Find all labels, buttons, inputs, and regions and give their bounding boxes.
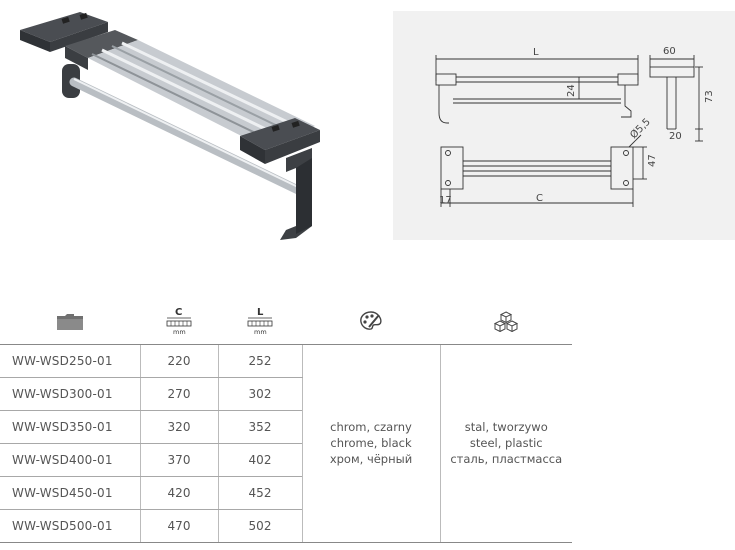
product-code: WW-WSD500-01 (0, 509, 140, 543)
svg-text:mm: mm (173, 328, 186, 336)
product-code: WW-WSD450-01 (0, 476, 140, 510)
product-code: WW-WSD350-01 (0, 410, 140, 444)
color-line-pl: chrom, czarny (330, 420, 412, 434)
dim-base-width: 47 (647, 154, 658, 167)
table-header-row: C mm L (0, 298, 572, 345)
color-line-en: chrome, black (330, 436, 412, 450)
ruler-l-icon: L mm (247, 307, 273, 336)
table-row: WW-WSD350-01 320 352 (0, 410, 572, 444)
svg-text:C: C (175, 307, 182, 318)
product-code: WW-WSD400-01 (0, 443, 140, 477)
dimension-c: 370 (139, 443, 218, 477)
dimension-c: 420 (139, 476, 218, 510)
dimension-c: 270 (139, 377, 218, 411)
header-c: C mm (140, 298, 218, 345)
header-color (302, 298, 440, 345)
table-row: WW-WSD500-01 470 502 (0, 509, 572, 543)
table-row: WW-WSD300-01 270 302 (0, 377, 572, 411)
technical-drawing: L 60 73 20 24 Ø5,5 47 17 C (393, 11, 735, 240)
product-code: WW-WSD250-01 (0, 344, 140, 378)
table-row: WW-WSD400-01 370 402 (0, 443, 572, 477)
dimension-c: 320 (139, 410, 218, 444)
color-cell: chrom, czarny chrome, black хром, чёрный (301, 344, 440, 543)
material-line-ru: сталь, пластмасса (450, 452, 563, 466)
header-l: L mm (218, 298, 302, 345)
table-row: WW-WSD250-01 220 252 chrom, czarny chrom… (0, 344, 572, 543)
dim-width-top: 60 (663, 46, 676, 57)
palette-icon (360, 311, 382, 330)
header-material (440, 298, 572, 345)
product-code: WW-WSD300-01 (0, 377, 140, 411)
spec-table: C mm L (0, 298, 572, 543)
dim-length: L (533, 47, 539, 58)
dimension-l: 252 (217, 344, 302, 378)
dim-inner-height: 24 (566, 84, 577, 97)
material-line-pl: stal, tworzywo (464, 420, 548, 434)
ruler-c-icon: C mm (166, 307, 192, 336)
dimension-l: 402 (217, 443, 302, 477)
product-photo (10, 8, 340, 248)
cubes-icon (493, 311, 519, 332)
dim-height-side: 73 (704, 90, 715, 103)
dimension-l: 352 (217, 410, 302, 444)
svg-text:L: L (257, 307, 264, 318)
dim-c: C (536, 193, 543, 204)
svg-text:mm: mm (254, 328, 267, 336)
dimension-l: 452 (217, 476, 302, 510)
table-row: WW-WSD450-01 420 452 (0, 476, 572, 510)
dimension-l: 302 (217, 377, 302, 411)
material-cell: stal, tworzywo steel, plastic сталь, пла… (439, 344, 572, 543)
header-code (0, 298, 140, 345)
folder-icon (57, 313, 83, 330)
dimension-c: 220 (139, 344, 218, 378)
dim-hole: Ø5,5 (628, 116, 653, 141)
dimension-l: 502 (217, 509, 302, 543)
material-line-en: steel, plastic (469, 436, 543, 450)
color-line-ru: хром, чёрный (329, 452, 413, 466)
dim-bottom-side: 20 (669, 131, 682, 142)
dim-offset: 17 (439, 195, 452, 206)
dimension-c: 470 (139, 509, 218, 543)
